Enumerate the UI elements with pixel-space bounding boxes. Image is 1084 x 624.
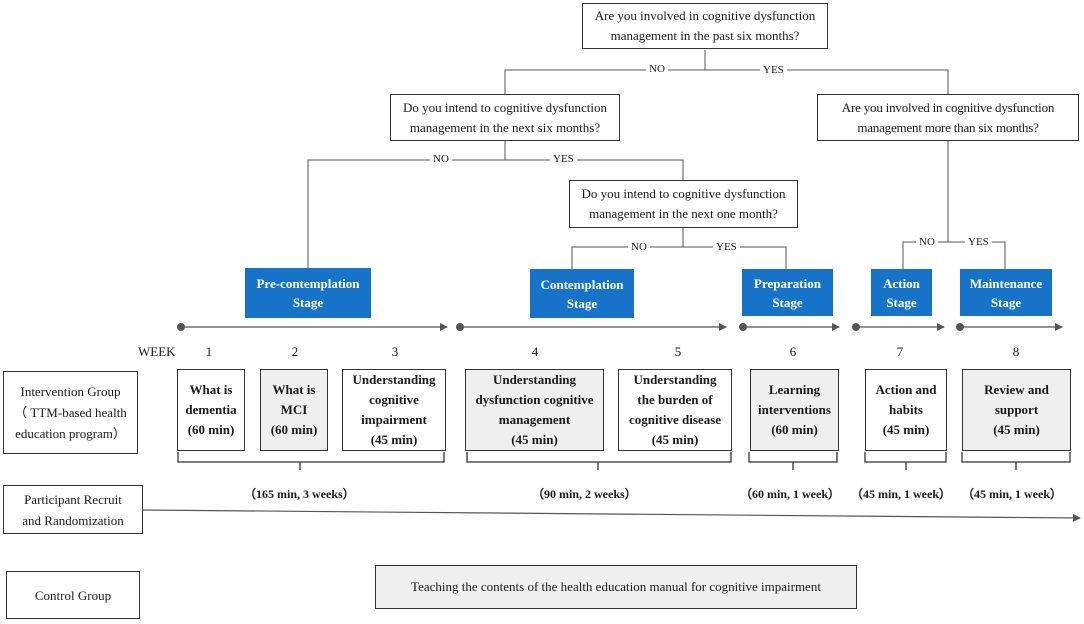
timeline-dot — [852, 323, 860, 331]
stage-action: Action Stage — [871, 269, 932, 316]
week-number: 4 — [531, 344, 539, 359]
phase-total: （90 min, 2 weeks） — [532, 487, 637, 501]
session-understanding-cognitive-impairment: Understanding cognitive impairment (45 m… — [342, 369, 446, 451]
week-number: 7 — [896, 344, 904, 359]
decision-lines — [307, 50, 1006, 269]
timeline-dot — [739, 323, 747, 331]
brace-5 — [961, 452, 1071, 470]
question-next-one-month: Do you intend to cognitive dysfunction m… — [569, 180, 798, 228]
brace-3 — [748, 452, 838, 470]
week-number: 8 — [1012, 344, 1020, 359]
question-next-six-months: Do you intend to cognitive dysfunction m… — [390, 94, 620, 141]
week-number: 3 — [391, 344, 399, 359]
session-review-and-support: Review and support (45 min) — [962, 369, 1071, 451]
no-label: NO — [430, 153, 452, 165]
brace-1 — [177, 452, 445, 470]
phase-total: （45 min, 1 week） — [962, 487, 1062, 501]
question-past-six-months: Are you involved in cognitive dysfunctio… — [582, 3, 828, 49]
stage-pre-contemplation: Pre-contemplation Stage — [245, 268, 371, 318]
yes-label: YES — [550, 153, 577, 165]
question-more-than-six-months: Are you involved in cognitive dysfunctio… — [817, 94, 1079, 141]
phase-total: （45 min, 1 week） — [851, 487, 951, 501]
timeline-dot — [956, 323, 964, 331]
timeline-arrows — [141, 323, 1081, 522]
participant-recruit-label: Participant Recruit and Randomization — [3, 485, 143, 534]
phase-total: （165 min, 3 weeks） — [244, 487, 355, 501]
q1-connector — [504, 50, 949, 95]
yes-label: YES — [965, 236, 992, 248]
no-label: NO — [646, 63, 668, 75]
session-what-is-dementia: What is dementia (60 min) — [177, 369, 245, 451]
week-number: 1 — [205, 344, 213, 359]
intervention-group-label: Intervention Group （ TTM-based health ed… — [3, 371, 138, 454]
no-label: NO — [916, 236, 938, 248]
q4-connector — [571, 228, 787, 269]
braces — [177, 452, 1071, 470]
session-what-is-mci: What is MCI (60 min) — [260, 369, 328, 451]
yes-label: YES — [713, 241, 740, 253]
recruit-arrow — [141, 509, 1081, 522]
stage-maintenance: Maintenance Stage — [960, 269, 1052, 316]
q2-connector — [307, 140, 684, 268]
week-label: WEEK — [138, 344, 176, 359]
week-number: 5 — [674, 344, 682, 359]
timeline-dot — [456, 323, 464, 331]
stage-preparation: Preparation Stage — [742, 269, 833, 316]
session-action-and-habits: Action and habits (45 min) — [865, 369, 947, 451]
timeline-dot — [177, 323, 185, 331]
stage-contemplation: Contemplation Stage — [530, 269, 634, 318]
brace-2 — [466, 452, 732, 470]
week-number: 6 — [789, 344, 797, 359]
control-group-content: Teaching the contents of the health educ… — [375, 565, 857, 609]
session-understanding-dysfunction-management: Understanding dysfunction cognitive mana… — [465, 369, 604, 451]
q3-connector — [902, 141, 1006, 269]
session-understanding-burden: Understanding the burden of cognitive di… — [618, 369, 732, 451]
no-label: NO — [628, 241, 650, 253]
phase-total: （60 min, 1 week） — [740, 487, 840, 501]
week-number: 2 — [291, 344, 299, 359]
yes-label: YES — [760, 64, 787, 76]
control-group-label: Control Group — [6, 571, 140, 619]
brace-4 — [864, 452, 947, 470]
session-learning-interventions: Learning interventions (60 min) — [750, 369, 839, 451]
timeline-dots — [177, 323, 964, 331]
